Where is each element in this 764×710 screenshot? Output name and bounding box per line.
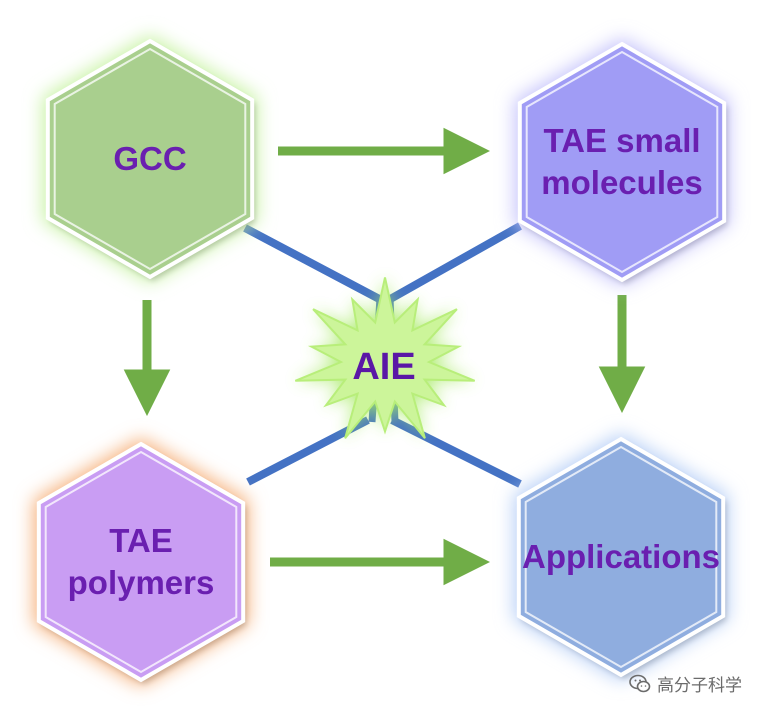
hexagon-applications-shape xyxy=(516,436,726,678)
hexagon-nodes: GCC TAE small molecules TAE polymers Appli… xyxy=(33,35,730,686)
wechat-icon xyxy=(629,674,651,692)
hexagon-tae-small-molecules: TAE small molecules xyxy=(514,38,730,286)
aie-label: AIE xyxy=(352,346,415,388)
watermark: 高分子科学 xyxy=(629,671,742,696)
hexagon-gcc-inner-border xyxy=(53,47,247,271)
flow-arrows xyxy=(123,127,646,586)
aie-star: AIE xyxy=(294,277,476,439)
hexagon-gcc-label-line-1: GCC xyxy=(113,140,186,177)
hexagon-tae-polymers-shape xyxy=(36,441,246,683)
connector-tae-small-aie xyxy=(383,222,522,306)
hexagon-tae-polymers-label-line-1: TAE xyxy=(109,522,173,559)
hexagon-applications-inner-border xyxy=(524,445,718,669)
watermark-text: 高分子科学 xyxy=(657,676,742,696)
hexagon-gcc: GCC xyxy=(42,35,258,283)
connector-aie-applications xyxy=(390,416,522,488)
hexagon-tae-polymers-label-line-2: polymers xyxy=(68,564,215,601)
aie-star-shape xyxy=(294,277,476,439)
hexagon-tae-polymers-inner-border xyxy=(44,450,238,674)
hexagon-applications-label-line-1: Applications xyxy=(522,538,720,575)
hexagon-tae-small-molecules-shape xyxy=(517,41,727,283)
hexagon-tae-small-molecules-label-line-2: molecules xyxy=(541,164,702,201)
hexagon-tae-small-molecules-label-line-1: TAE small xyxy=(543,122,700,159)
connector-gcc-aie xyxy=(243,224,387,306)
hexagon-tae-polymers: TAE polymers xyxy=(33,438,249,686)
hexagon-tae-small-molecules-inner-border xyxy=(525,50,719,274)
hexagon-applications: Applications xyxy=(513,433,729,681)
hexagon-gcc-shape xyxy=(45,38,255,280)
